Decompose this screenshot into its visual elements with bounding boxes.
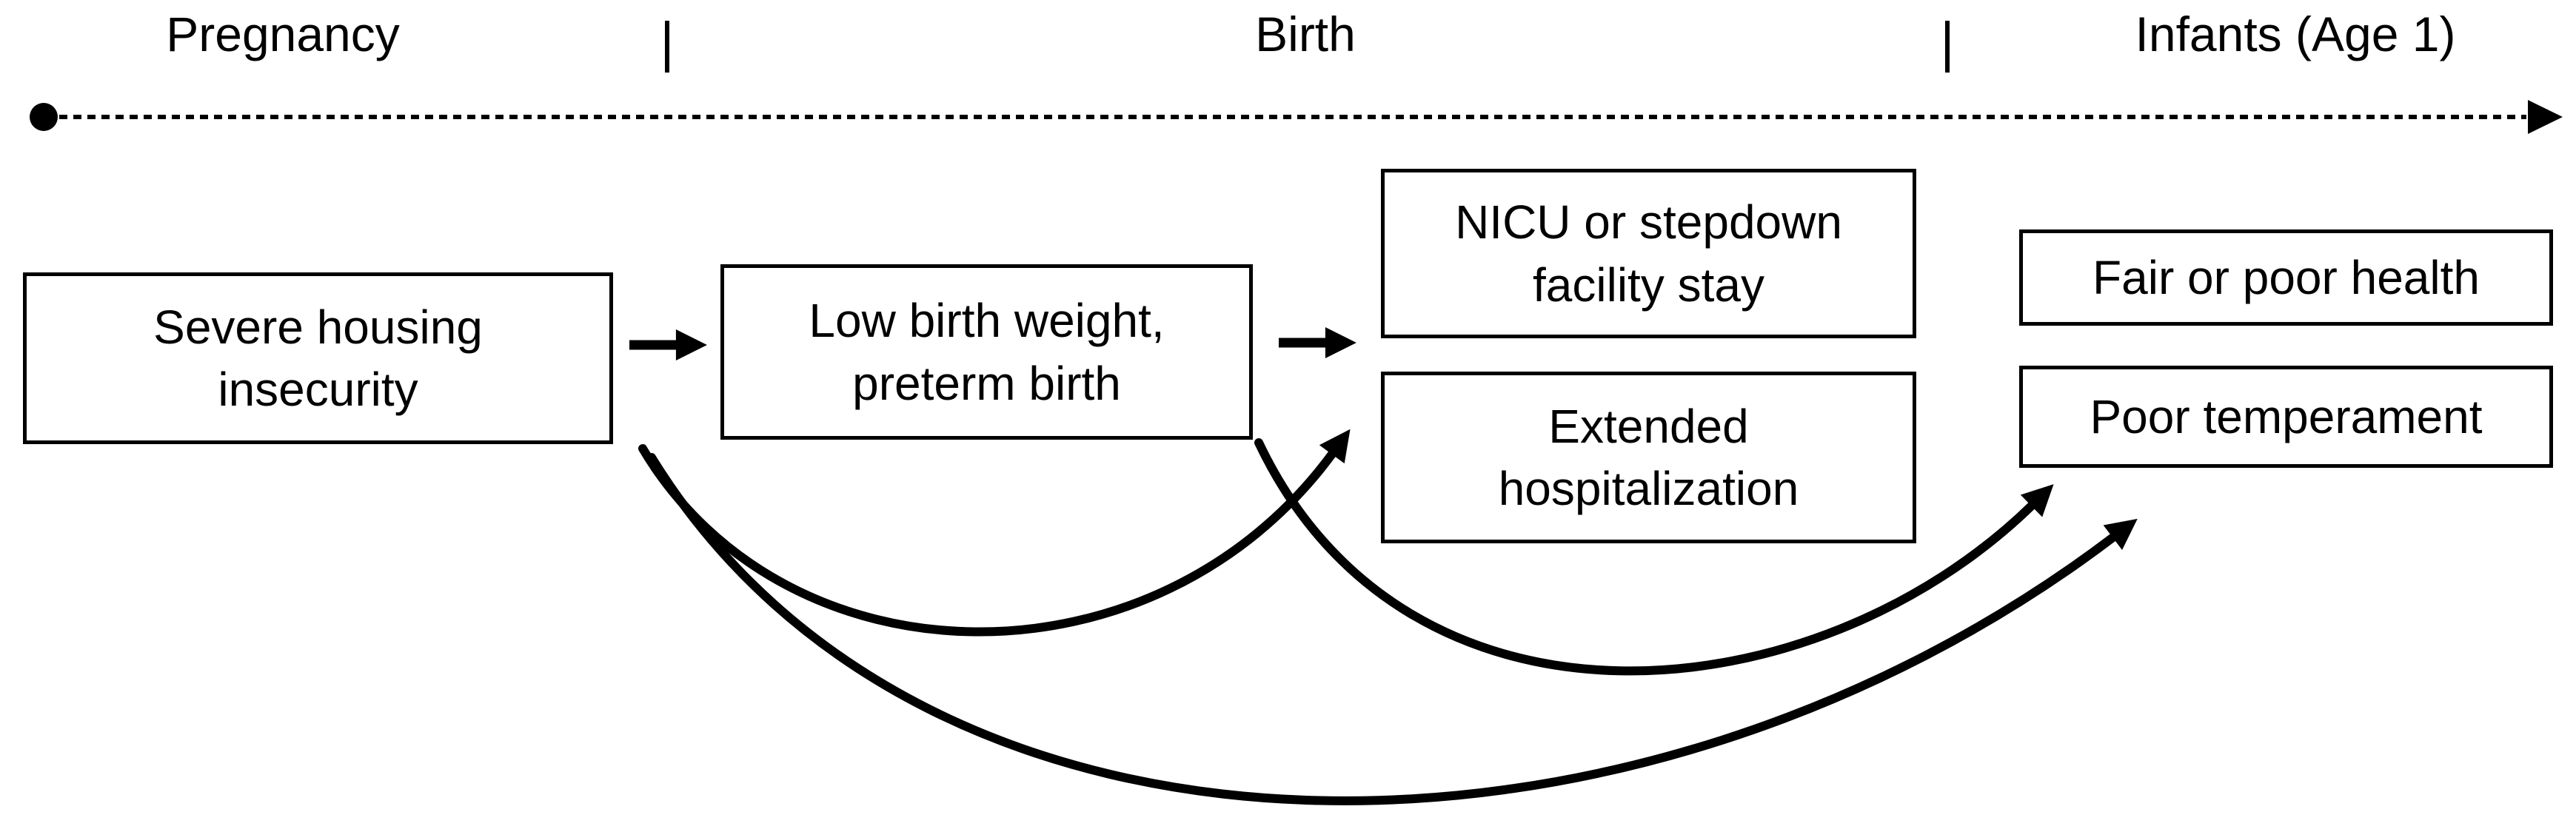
stage-label-birth: Birth (1255, 7, 1356, 61)
node-label: Low birth weight, preterm birth (809, 294, 1165, 410)
node-label: Poor temperament (2090, 389, 2483, 443)
node-label: Fair or poor health (2092, 250, 2480, 304)
timeline-end-arrowhead-icon (2528, 100, 2563, 134)
stage-label-infants-age-1: Infants (Age 1) (2135, 7, 2456, 61)
node-label: Severe housing insecurity (153, 300, 483, 416)
node-label: Extended hospitalization (1498, 399, 1799, 515)
stage-label-pregnancy: Pregnancy (166, 7, 400, 61)
node-severe-housing-insecurity: Severe housing insecurity (23, 272, 613, 444)
node-label: NICU or stepdown facility stay (1455, 195, 1842, 312)
timeline-start-dot (30, 103, 58, 131)
curved-arrow-severe-housing-to-extended-hospitalization (638, 429, 1351, 637)
node-extended-hospitalization: Extended hospitalization (1381, 372, 1916, 543)
node-fair-or-poor-health: Fair or poor health (2019, 229, 2553, 326)
node-nicu-or-stepdown-facility-stay: NICU or stepdown facility stay (1381, 169, 1916, 338)
node-poor-temperament: Poor temperament (2019, 366, 2553, 468)
node-low-birth-weight-preterm-birth: Low birth weight, preterm birth (720, 264, 1253, 440)
